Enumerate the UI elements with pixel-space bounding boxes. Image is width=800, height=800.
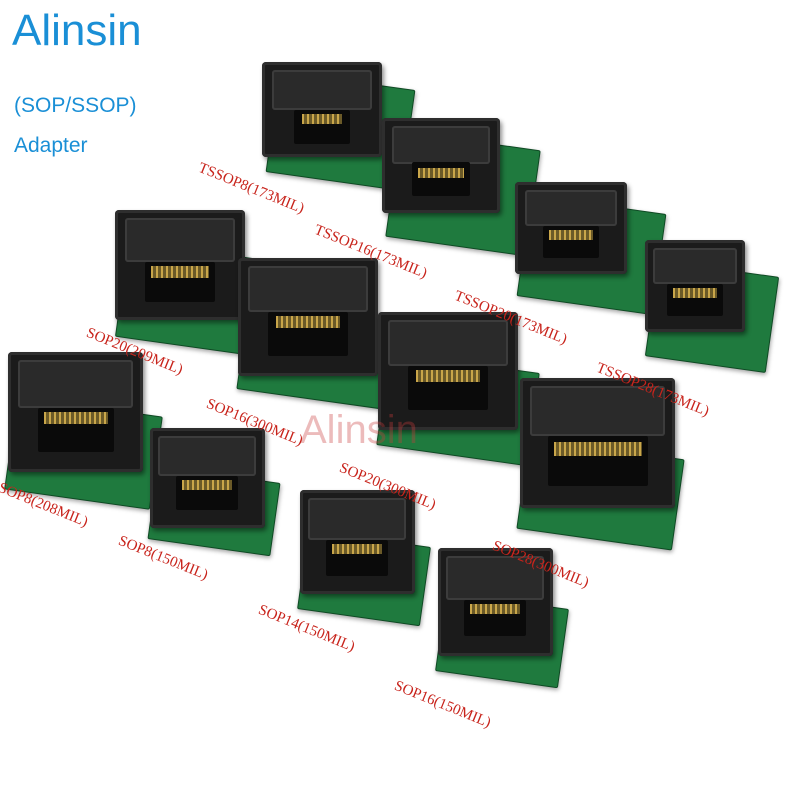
brand-title: Alinsin (12, 6, 142, 55)
adapter-tssop8 (262, 62, 416, 192)
adapter-sop14-150mil (297, 490, 431, 627)
label-sop16-150mil: SOP16(150MIL) (392, 678, 494, 732)
watermark: Alinsin (300, 408, 418, 452)
adapter-sop8-150mil (147, 428, 281, 557)
adapter-tssop20 (515, 182, 667, 316)
adapter-sop8-208mil (4, 352, 163, 510)
adapter-sop20-300mil (376, 312, 540, 467)
subtitle-adapter: Adapter (14, 134, 88, 157)
adapter-tssop16 (382, 118, 542, 257)
adapter-sop16-300mil (236, 258, 400, 411)
subtitle-sop-ssop: (SOP/SSOP) (14, 94, 137, 117)
adapter-sop16-150mil (435, 548, 569, 689)
adapter-tssop28 (644, 240, 780, 374)
adapter-sop28-300mil (516, 378, 685, 551)
adapter-sop20-209mil (114, 210, 270, 357)
